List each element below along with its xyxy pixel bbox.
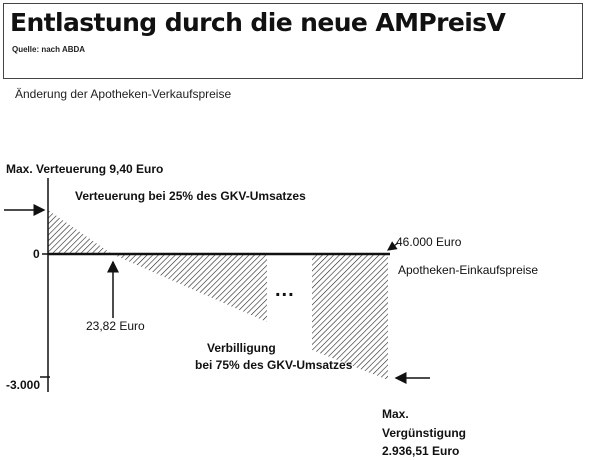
end-x-arrow <box>387 241 399 251</box>
max-saving-line2: Vergünstigung <box>382 426 466 440</box>
decrease-area-right <box>312 254 388 380</box>
diagram-subtitle: Änderung der Apotheken-Verkaufspreise <box>15 87 232 101</box>
break-point-label: 23,82 Euro <box>86 319 145 333</box>
zero-label: 0 <box>33 247 40 261</box>
max-saving-line3: 2.936,51 Euro <box>382 444 460 458</box>
end-x-label: 46.000 Euro <box>396 235 462 249</box>
title-box: Entlastung durch die neue AMPreisV Quell… <box>3 3 583 79</box>
decrease-note-line1: Verbilligung <box>207 341 276 355</box>
min-label: -3.000 <box>6 378 41 392</box>
page-title: Entlastung durch die neue AMPreisV <box>10 8 506 37</box>
max-saving-line1: Max. <box>382 407 409 421</box>
ellipsis-mark: ... <box>275 279 295 301</box>
source-note: Quelle: nach ABDA <box>12 45 86 54</box>
max-increase-label: Max. Verteuerung 9,40 Euro <box>6 162 164 176</box>
increase-note: Verteuerung bei 25% des GKV-Umsatzes <box>75 189 306 203</box>
decrease-note-line2: bei 75% des GKV-Umsatzes <box>195 358 353 372</box>
increase-area <box>48 210 112 254</box>
decrease-area-left <box>112 254 267 322</box>
x-axis-label: Apotheken-Einkaufspreise <box>398 263 539 277</box>
